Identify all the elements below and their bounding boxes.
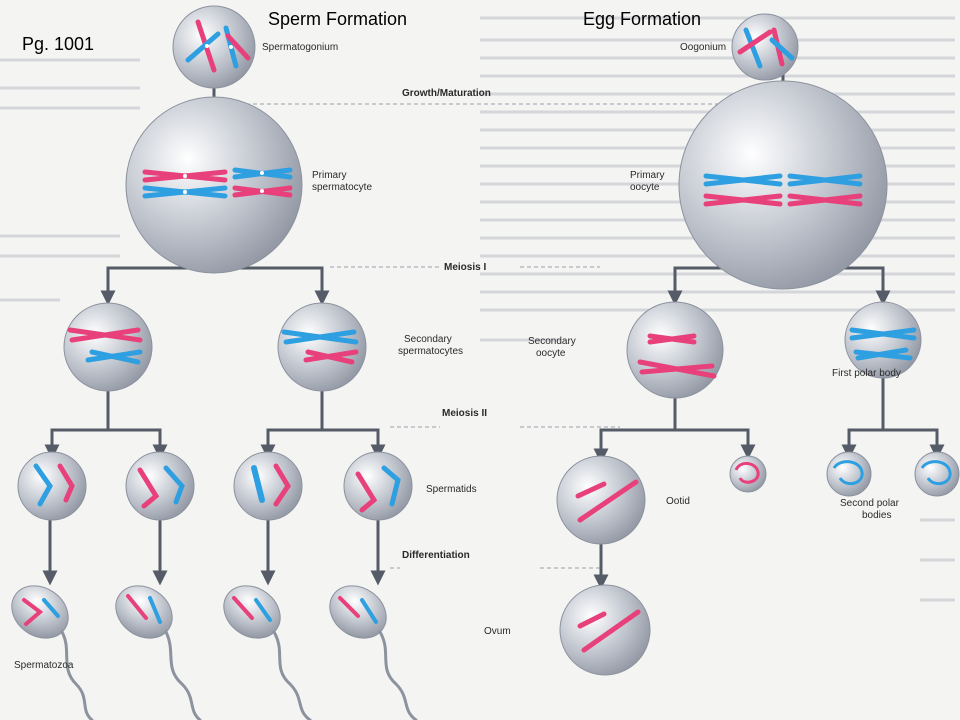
oogonium-cell [731,13,799,81]
label-oogonium: Oogonium [680,42,726,53]
label-spermatozoa: Spermatozoa [14,660,74,671]
spermatozoon-2 [115,585,202,720]
label-spermatogonium: Spermatogonium [262,42,338,53]
heading-sperm-formation: Sperm Formation [268,9,408,29]
stage-guide-lines [232,103,760,569]
label-ovum: Ovum [484,626,511,637]
spermatid-cell-2 [125,451,195,521]
stage-growth-label: Growth/Maturation [402,88,491,99]
primary-oocyte-cell [678,80,888,290]
label-secondary-spermatocytes-1: Secondary [404,334,452,345]
heading-egg-formation: Egg Formation [583,9,702,29]
label-primary-oocyte-2: oocyte [630,182,660,193]
spermatozoon-1 [11,585,94,720]
label-secondary-oocyte-2: oocyte [536,348,566,359]
stage-meiosis1-label: Meiosis I [444,262,486,273]
stage-meiosis2-label: Meiosis II [442,408,487,419]
label-spermatids: Spermatids [426,484,477,495]
second-polar-body-cell-2 [826,451,872,497]
label-first-polar-body: First polar body [832,368,901,379]
secondary-spermatocyte-cell-right [277,302,367,392]
page-reference: Pg. 1001 [22,34,95,54]
label-secondary-spermatocytes-2: spermatocytes [398,346,463,357]
ootid-cell [556,455,646,545]
spermatozoon-4 [329,585,418,720]
spermatid-cell-1 [17,451,87,521]
spermatozoon-3 [223,585,312,720]
spermatid-cell-3 [233,451,303,521]
secondary-oocyte-cell [626,301,724,399]
second-polar-body-cell-1 [729,455,767,493]
stage-differentiation-label: Differentiation [402,550,470,561]
label-second-polar-bodies-2: bodies [862,510,891,521]
spermatogonium-cell [172,5,256,89]
spermatid-cell-4 [343,451,413,521]
label-ootid: Ootid [666,496,690,507]
label-secondary-oocyte-1: Secondary [528,336,576,347]
label-primary-spermatocyte-1: Primary [312,170,346,181]
secondary-spermatocyte-cell-left [63,302,153,392]
second-polar-body-cell-3 [914,451,960,497]
spermatozoa-group [11,585,418,720]
label-primary-oocyte-1: Primary [630,170,664,181]
label-second-polar-bodies-1: Second polar [840,498,900,509]
primary-spermatocyte-cell [125,96,303,274]
first-polar-body-cell [844,301,922,379]
label-primary-spermatocyte-2: spermatocyte [312,182,372,193]
ovum-cell [559,584,651,676]
